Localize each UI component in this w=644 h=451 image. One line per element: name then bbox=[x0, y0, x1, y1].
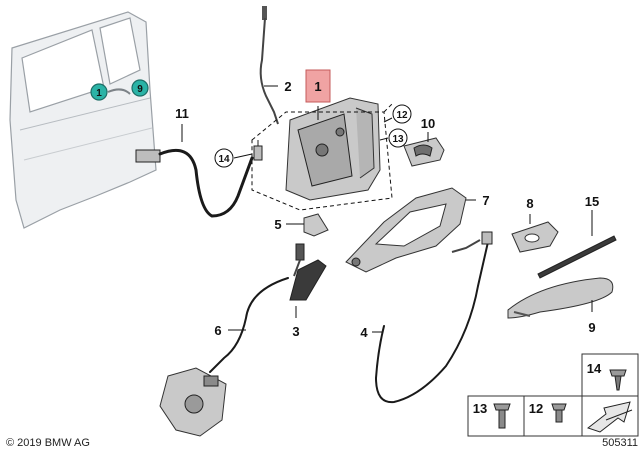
door-crease-line-lower bbox=[23, 127, 153, 161]
lock-rivet bbox=[335, 127, 345, 137]
callout-4[interactable]: 4 bbox=[360, 325, 368, 340]
callout-number: 13 bbox=[392, 134, 404, 145]
door-marker-1[interactable]: 1 bbox=[90, 83, 108, 101]
actuator-connector bbox=[203, 375, 219, 387]
lock-pivot bbox=[315, 143, 329, 157]
handle-body bbox=[507, 277, 614, 319]
door-marker-9[interactable]: 9 bbox=[131, 79, 149, 97]
screw-12-dashed-leader bbox=[383, 103, 393, 113]
callout-15[interactable]: 15 bbox=[585, 194, 599, 209]
arrow-shadow-line bbox=[605, 409, 633, 421]
part-14-screw-in-assembly[interactable] bbox=[253, 140, 263, 161]
part-4-cable[interactable] bbox=[374, 231, 493, 404]
door-marker-label: 1 bbox=[96, 88, 102, 99]
callout-5[interactable]: 5 bbox=[274, 217, 281, 232]
rod-line bbox=[259, 17, 279, 125]
callout-10[interactable]: 10 bbox=[421, 116, 435, 131]
handle-edge bbox=[513, 311, 531, 317]
callout-circle bbox=[388, 128, 408, 148]
leader-12 bbox=[383, 117, 393, 123]
legend-box-13 bbox=[467, 395, 525, 437]
part-11-bowden-cable[interactable] bbox=[135, 149, 254, 218]
cable-end-fitting bbox=[135, 149, 161, 163]
gasket-hole bbox=[524, 233, 540, 243]
lock-side-plate bbox=[355, 107, 375, 179]
callout-number: 1 bbox=[314, 79, 321, 94]
callout-6[interactable]: 6 bbox=[214, 323, 221, 338]
callout-3[interactable]: 3 bbox=[292, 324, 299, 339]
part-6-cable-actuator[interactable] bbox=[159, 277, 289, 437]
legend-label-13: 13 bbox=[473, 401, 487, 416]
legend-label-14: 14 bbox=[587, 361, 602, 376]
callout-number: 12 bbox=[396, 110, 408, 121]
door-illustration bbox=[9, 11, 157, 229]
part-9-outer-handle[interactable] bbox=[507, 277, 614, 319]
leader-13 bbox=[379, 137, 389, 141]
callout-7[interactable]: 7 bbox=[482, 193, 489, 208]
rod-tip bbox=[262, 6, 267, 20]
short-bolt-head-icon bbox=[551, 403, 567, 411]
callout-1-highlighted[interactable]: 1 bbox=[305, 69, 331, 103]
door-handle-recess bbox=[107, 88, 131, 95]
part-10-striker[interactable] bbox=[403, 137, 445, 167]
lever-pin bbox=[295, 243, 305, 261]
cable-line bbox=[374, 241, 489, 404]
callout-circle bbox=[214, 148, 234, 168]
callout-12-circled[interactable]: 12 bbox=[392, 104, 412, 124]
lever-link bbox=[293, 259, 301, 277]
screw-body bbox=[253, 145, 263, 161]
door-crease-line bbox=[19, 97, 151, 131]
door-window-rear bbox=[99, 17, 141, 85]
leader-14 bbox=[233, 153, 253, 159]
fastener-legend: 14 13 12 bbox=[467, 353, 639, 437]
callout-14-circled[interactable]: 14 bbox=[214, 148, 234, 168]
legend-box-12 bbox=[523, 395, 583, 437]
cable-link bbox=[451, 239, 481, 253]
diagram-number: 505311 bbox=[602, 437, 638, 449]
part-8-gasket[interactable] bbox=[511, 221, 559, 253]
callout-circle bbox=[392, 104, 412, 124]
screw-head-icon bbox=[609, 369, 627, 377]
part-3-lever[interactable] bbox=[289, 243, 327, 301]
carrier-cutout bbox=[374, 203, 447, 247]
legend-box-14 bbox=[581, 353, 639, 397]
part-5-bracket[interactable] bbox=[303, 213, 329, 237]
callout-9[interactable]: 9 bbox=[588, 320, 595, 335]
screw-shaft-icon bbox=[614, 375, 622, 391]
actuator-cable bbox=[209, 277, 289, 373]
actuator-motor bbox=[184, 394, 204, 414]
door-marker-label: 9 bbox=[137, 84, 143, 95]
teal-marker-circle bbox=[90, 83, 108, 101]
highlight-box bbox=[305, 69, 331, 103]
part-2-rod[interactable] bbox=[259, 6, 279, 125]
cable-end bbox=[481, 231, 493, 245]
bolt-shaft-icon bbox=[498, 409, 506, 429]
bolt-head-icon bbox=[493, 403, 511, 411]
cable-line bbox=[158, 149, 254, 218]
legend-label-12: 12 bbox=[529, 401, 543, 416]
teal-marker-circle bbox=[131, 79, 149, 97]
callout-2[interactable]: 2 bbox=[284, 79, 291, 94]
striker-loop bbox=[413, 144, 433, 157]
callout-13-circled[interactable]: 13 bbox=[388, 128, 408, 148]
part-1-door-lock[interactable] bbox=[285, 97, 381, 201]
lever-body bbox=[289, 259, 327, 301]
part-15-seal-strip[interactable] bbox=[537, 235, 617, 279]
short-bolt-shaft-icon bbox=[555, 409, 563, 423]
callout-number: 14 bbox=[218, 154, 230, 165]
copyright-text: © 2019 BMW AG bbox=[6, 437, 90, 449]
lock-assembly-dashed-outline bbox=[251, 111, 393, 211]
callout-8[interactable]: 8 bbox=[526, 196, 533, 211]
part-7-handle-carrier[interactable] bbox=[345, 187, 467, 273]
carrier-mount bbox=[351, 257, 361, 267]
callout-11[interactable]: 11 bbox=[175, 106, 189, 121]
